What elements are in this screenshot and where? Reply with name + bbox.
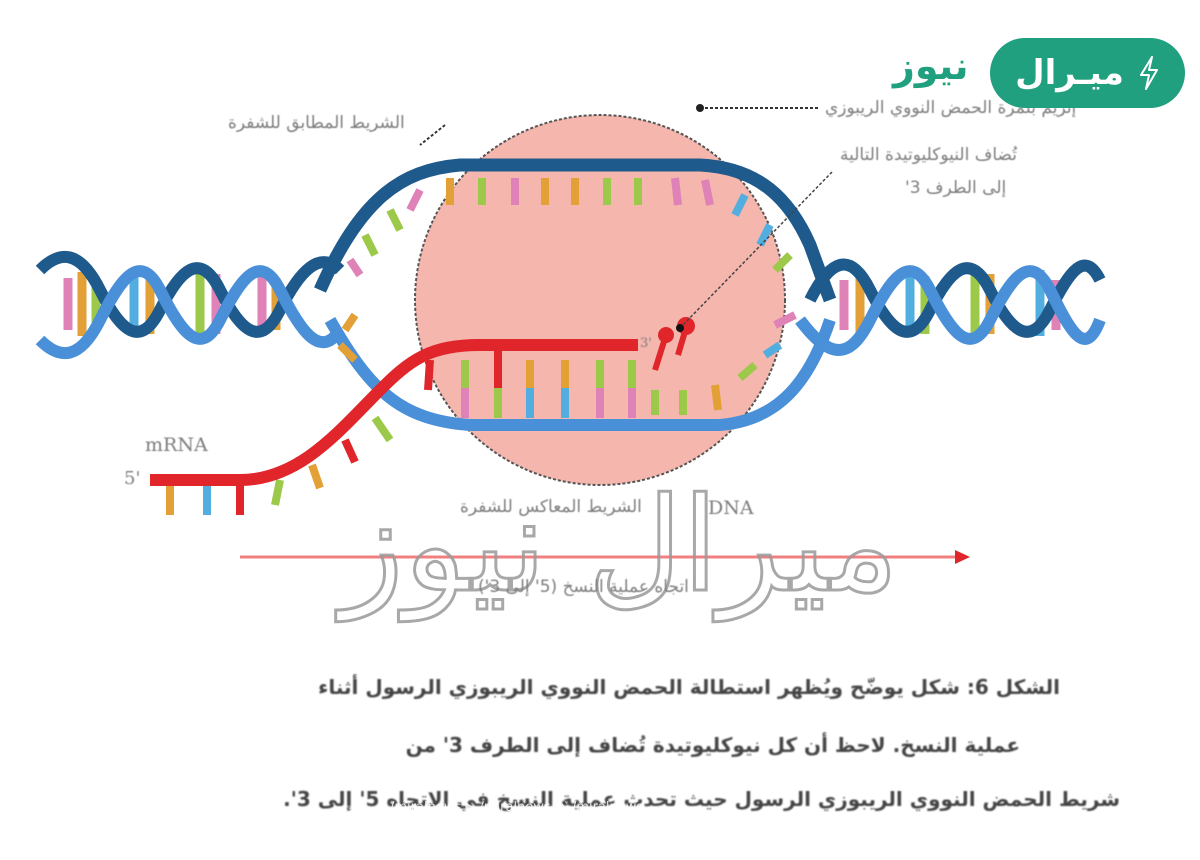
mrna-label: mRNA bbox=[145, 434, 208, 456]
coding-strand-label: الشريط المطابق للشفرة bbox=[228, 113, 405, 133]
nucleotide-added-label-1: تُضاف النيوكليوتيدة التالية bbox=[840, 145, 1017, 165]
three-prime-label: 3' bbox=[640, 336, 652, 351]
dna-label: DNA bbox=[708, 497, 754, 519]
leader-line-nucleotide bbox=[679, 171, 833, 329]
rna-polymerase-bubble bbox=[414, 114, 786, 486]
figure-caption-line-3: شريط الحمض النووي الريبوزي الرسول حيث تح… bbox=[283, 787, 1120, 811]
template-strand-label: الشريط المعاكس للشفرة bbox=[460, 497, 642, 517]
mrna-strand bbox=[150, 317, 695, 515]
direction-label: اتجاه عملية النسخ (5' إلى 3') bbox=[478, 577, 689, 597]
left-dna-helix bbox=[35, 250, 345, 360]
logo-pill: ميـرال bbox=[990, 38, 1185, 108]
logo-word: نيوز bbox=[893, 44, 969, 88]
watermark-center: ميرال نيوز bbox=[335, 469, 899, 622]
five-prime-label: 5' bbox=[124, 468, 141, 489]
leader-line-coding bbox=[419, 124, 446, 146]
lightning-bolt-icon bbox=[1139, 56, 1158, 90]
transcription-direction-arrow bbox=[240, 550, 970, 564]
figure-caption-line-2: عملية النسخ. لاحظ أن كل نيوكليوتيدة تُضا… bbox=[405, 733, 1020, 757]
right-dna-helix bbox=[795, 258, 1106, 356]
figure-caption-line-1: الشكل 6: شكل يوضّح ويُظهر استطالة الحمض … bbox=[318, 675, 1060, 699]
watermark-bottom: /miralnews ▶ /miralnews ⓞ /miralnews bbox=[390, 800, 644, 815]
open-strands bbox=[314, 158, 837, 431]
nucleotide-added-label-2: إلى الطرف 3' bbox=[905, 178, 1007, 198]
logo-pill-text: ميـرال bbox=[1015, 53, 1124, 93]
brand-logo: نيوز ميـرال bbox=[893, 38, 1185, 108]
